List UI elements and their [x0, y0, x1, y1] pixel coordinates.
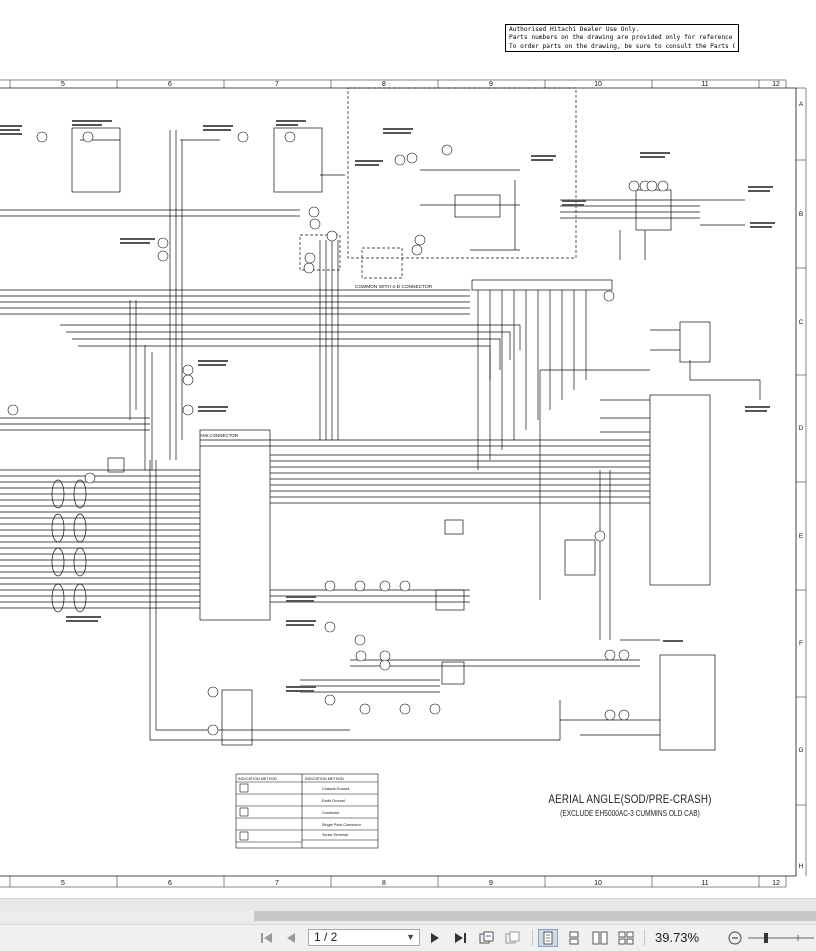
document-viewport[interactable]: 5 6 7 8 9 10 11 12 5 6 7 8 9 10 11 12 A …: [0, 0, 816, 898]
connector-note-line: COMMON WITH 4-D CONNECTOR: [355, 284, 433, 290]
next-page-icon[interactable]: [426, 929, 444, 947]
zoom-level[interactable]: 39.73%: [655, 930, 700, 945]
row-label: C: [799, 319, 804, 326]
horizontal-scrollbar[interactable]: [0, 898, 816, 925]
viewer-toolbar: 1 / 2 ▼ 39.73%: [0, 924, 816, 951]
col-label-top: 8: [382, 81, 386, 88]
page-number-value: 1 / 2: [314, 930, 338, 944]
col-label-bottom: 8: [382, 880, 386, 887]
fit-page-icon[interactable]: [476, 929, 496, 947]
scrollbar-track[interactable]: [0, 911, 254, 921]
legend-left-heading: INDICATION METHOD: [238, 777, 277, 781]
col-label-bottom: 6: [168, 880, 172, 887]
col-label-bottom: 5: [61, 880, 65, 887]
col-label-top: 11: [701, 81, 708, 88]
row-label: H: [799, 863, 804, 870]
last-page-icon[interactable]: [450, 929, 470, 947]
zoom-slider[interactable]: [748, 929, 814, 947]
col-label-top: 5: [61, 81, 65, 88]
zoom-out-icon[interactable]: [726, 929, 744, 947]
notice-line: Parts numbers on the drawing are provide…: [509, 34, 735, 42]
legend-item: Earth Ground: [322, 799, 345, 803]
col-label-bottom: 11: [701, 880, 708, 887]
single-page-view-icon[interactable]: [538, 929, 558, 947]
continuous-view-icon[interactable]: [564, 929, 584, 947]
fit-width-icon[interactable]: [502, 929, 522, 947]
col-label-bottom: 12: [772, 880, 780, 887]
toolbar-divider: [532, 930, 533, 946]
diagram-title-block: AERIAL ANGLE(SOD/PRE-CRASH) (EXCLUDE EH5…: [520, 792, 740, 818]
legend-item: Chassis Ground: [322, 787, 349, 791]
diagram-title: AERIAL ANGLE(SOD/PRE-CRASH): [548, 792, 712, 806]
page-number-input[interactable]: 1 / 2 ▼: [308, 929, 420, 946]
toolbar-divider: [644, 930, 645, 946]
previous-page-icon[interactable]: [282, 929, 300, 947]
dealer-notice-box: Authorised Hitachi Dealer Use Only. Part…: [505, 24, 739, 52]
notice-line: To order parts on the drawing, be sure t…: [509, 42, 735, 50]
col-label-top: 7: [275, 81, 279, 88]
row-label: B: [799, 211, 803, 218]
notice-line: Authorised Hitachi Dealer Use Only.: [509, 26, 640, 33]
col-label-bottom: 9: [489, 880, 493, 887]
col-label-bottom: 7: [275, 880, 279, 887]
legend-item: Single Point Connector: [322, 823, 362, 827]
row-label: D: [799, 425, 804, 432]
svg-text:AMI CONNECTOR: AMI CONNECTOR: [200, 433, 239, 438]
legend-item: Screw Terminal: [322, 833, 348, 837]
diagram-subtitle: (EXCLUDE EH5000AC-3 CUMMINS OLD CAB): [560, 809, 700, 818]
legend-right-heading: INDICATION METHOD: [305, 777, 344, 781]
first-page-icon[interactable]: [258, 929, 276, 947]
col-label-top: 10: [594, 81, 602, 88]
col-label-top: 12: [772, 81, 780, 88]
two-page-continuous-icon[interactable]: [616, 929, 636, 947]
col-label-top: 9: [489, 81, 493, 88]
scrollbar-thumb[interactable]: [254, 911, 816, 921]
col-label-bottom: 10: [594, 880, 602, 887]
two-page-view-icon[interactable]: [590, 929, 610, 947]
row-label: E: [799, 533, 804, 540]
row-label: F: [799, 640, 803, 647]
legend-item: Connector: [322, 811, 340, 815]
col-label-top: 6: [168, 81, 172, 88]
row-label: A: [799, 101, 804, 108]
row-label: G: [798, 747, 803, 754]
wiring-diagram-sheet: 5 6 7 8 9 10 11 12 5 6 7 8 9 10 11 12 A …: [0, 79, 807, 888]
chevron-down-icon[interactable]: ▼: [406, 932, 415, 942]
